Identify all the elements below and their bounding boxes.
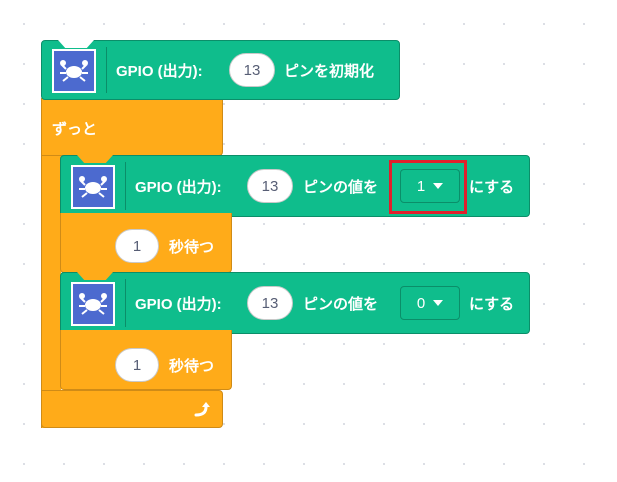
crab-icon: [71, 282, 115, 326]
gpio-init-block[interactable]: GPIO (出力): 13 ピンを初期化: [41, 40, 400, 100]
highlight-box: [389, 160, 467, 214]
set2-label-suffix: にする: [469, 296, 515, 313]
forever-label: ずっと: [52, 121, 98, 138]
block-separator: [106, 47, 107, 93]
loop-arrow-icon: [194, 402, 210, 417]
block-notch: [77, 272, 113, 280]
block-notch: [77, 155, 113, 163]
init-pin-input[interactable]: 13: [229, 53, 275, 87]
wait-block-2[interactable]: 1 秒待つ: [60, 330, 232, 390]
forever-block-arm: [41, 98, 61, 428]
set1-pin-input[interactable]: 13: [247, 169, 293, 203]
block-separator: [125, 279, 126, 327]
crab-icon: [71, 165, 115, 209]
init-label-suffix: ピンを初期化: [284, 63, 375, 80]
caret-down-icon: [433, 300, 444, 306]
init-label-prefix: GPIO (出力):: [116, 63, 203, 80]
set1-value-dropdown[interactable]: 1: [400, 169, 460, 203]
set2-pin-input[interactable]: 13: [247, 286, 293, 320]
block-separator: [125, 162, 126, 210]
wait2-seconds-input[interactable]: 1: [115, 348, 159, 382]
caret-down-icon: [433, 183, 444, 189]
wait2-label: 秒待つ: [169, 358, 215, 375]
set1-label-prefix: GPIO (出力):: [135, 179, 222, 196]
set2-value-dropdown[interactable]: 0: [400, 286, 460, 320]
forever-block-footer[interactable]: [41, 390, 223, 428]
wait-block-1[interactable]: 1 秒待つ: [60, 213, 232, 273]
wait1-seconds-input[interactable]: 1: [115, 229, 159, 263]
set2-label-mid: ピンの値を: [303, 296, 379, 313]
crab-icon: [52, 49, 96, 93]
set1-value-text: 1: [416, 177, 426, 195]
set1-label-suffix: にする: [469, 179, 515, 196]
forever-block-header[interactable]: ずっと: [41, 98, 223, 156]
block-notch: [58, 40, 94, 48]
gpio-set-block-2[interactable]: GPIO (出力): 13 ピンの値を 0 にする: [60, 272, 530, 334]
gpio-set-block-1[interactable]: GPIO (出力): 13 ピンの値を 1 にする: [60, 155, 530, 217]
wait1-label: 秒待つ: [169, 239, 215, 256]
set1-label-mid: ピンの値を: [303, 179, 379, 196]
set2-value-text: 0: [416, 294, 426, 312]
set2-label-prefix: GPIO (出力):: [135, 296, 222, 313]
